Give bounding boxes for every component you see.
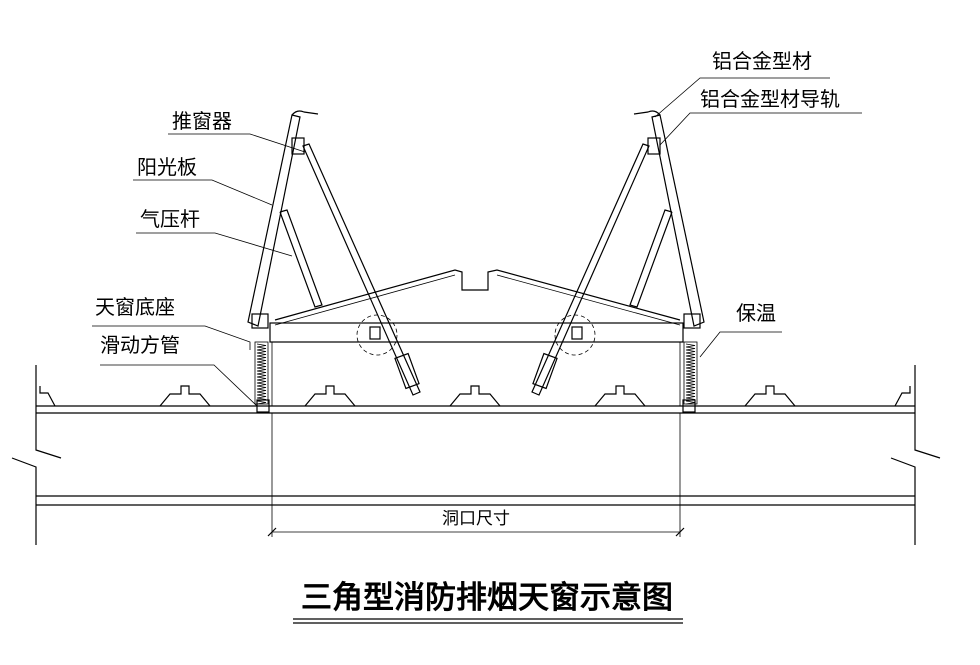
svg-text:天窗底座: 天窗底座	[95, 295, 175, 319]
label-insulation: 保温	[699, 301, 782, 358]
left-window-leaf	[247, 110, 421, 396]
svg-text:铝合金型材导轨: 铝合金型材导轨	[700, 87, 840, 111]
label-sliding-tube: 滑动方管	[100, 333, 258, 407]
insulation-left	[254, 341, 269, 405]
svg-text:保温: 保温	[736, 301, 776, 325]
fixed-panels	[274, 269, 681, 326]
corrugation	[159, 385, 211, 407]
label-sun-panel: 阳光板	[133, 155, 273, 206]
label-aluminum-profile: 铝合金型材	[654, 49, 830, 118]
right-base-bracket	[682, 399, 696, 413]
corrugation	[449, 385, 501, 407]
svg-text:滑动方管: 滑动方管	[100, 333, 180, 357]
label-gas-strut: 气压杆	[136, 207, 293, 257]
diagram-title: 三角型消防排烟天窗示意图	[301, 580, 673, 616]
corrugation	[304, 385, 356, 407]
svg-text:推窗器: 推窗器	[172, 109, 232, 133]
label-push-window: 推窗器	[168, 109, 306, 153]
roof-slab	[11, 365, 941, 545]
svg-text:铝合金型材: 铝合金型材	[712, 49, 812, 73]
corrugation	[894, 386, 911, 407]
opening-size-label: 洞口尺寸	[442, 509, 510, 529]
opening-dimension: 洞口尺寸	[267, 413, 685, 537]
corrugation	[594, 385, 646, 407]
label-skylight-base: 天窗底座	[92, 295, 251, 350]
svg-text:阳光板: 阳光板	[137, 155, 197, 179]
corrugation	[39, 386, 56, 407]
svg-text:气压杆: 气压杆	[140, 207, 200, 231]
label-aluminum-rail: 铝合金型材导轨	[659, 87, 862, 146]
skylight-frame	[269, 322, 684, 406]
right-window-leaf	[531, 110, 705, 396]
corrugation	[744, 385, 796, 407]
insulation-right	[683, 341, 698, 405]
roof-corrugations	[39, 385, 911, 407]
